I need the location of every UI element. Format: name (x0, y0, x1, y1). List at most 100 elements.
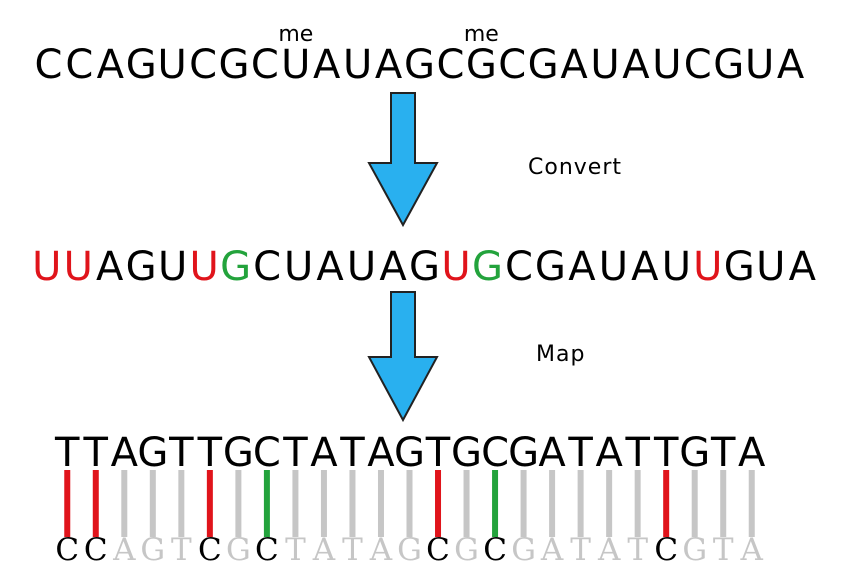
conv-base-3: G (126, 244, 157, 290)
orig-base-22: G (713, 42, 744, 88)
map-arrow-icon (367, 291, 439, 423)
read-base-22: G (679, 430, 710, 476)
conv-base-6: G (220, 244, 251, 290)
ref-base-16: G (511, 532, 536, 567)
alignment-bar-2 (121, 470, 128, 537)
orig-base-12: G (404, 42, 435, 88)
conv-base-5: U (189, 244, 218, 290)
conv-base-8: U (284, 244, 313, 290)
conv-base-21: U (693, 244, 722, 290)
alignment-bar-16 (520, 470, 527, 537)
read-base-2: A (111, 430, 139, 476)
alignment-bar-1 (92, 470, 99, 537)
read-base-15: C (481, 430, 509, 476)
conv-base-16: G (535, 244, 566, 290)
ref-base-0: C (55, 532, 79, 567)
alignment-bar-7 (263, 470, 270, 537)
ref-base-22: G (682, 532, 707, 567)
map-label: Map (536, 342, 585, 367)
ref-base-6: G (226, 532, 251, 567)
ref-base-15: C (483, 532, 507, 567)
orig-base-15: C (498, 42, 526, 88)
alignment-bar-13 (435, 470, 442, 537)
orig-base-2: A (97, 42, 125, 88)
read-base-18: T (567, 430, 593, 476)
read-base-21: T (653, 430, 679, 476)
orig-base-9: A (313, 42, 341, 88)
conv-base-22: G (724, 244, 755, 290)
conv-base-18: U (599, 244, 628, 290)
convert-arrow-icon (367, 92, 439, 228)
ref-base-2: A (112, 532, 136, 567)
read-base-13: T (425, 430, 451, 476)
read-base-6: G (223, 430, 254, 476)
ref-base-14: G (454, 532, 479, 567)
methyl-markers: me me (278, 22, 498, 47)
orig-base-16: G (528, 42, 559, 88)
read-base-17: A (538, 430, 566, 476)
conv-base-11: A (379, 244, 407, 290)
ref-base-1: C (84, 532, 108, 567)
conv-base-24: A (789, 244, 817, 290)
orig-base-23: U (745, 42, 774, 88)
alignment-bar-8 (292, 470, 299, 537)
conv-base-12: G (409, 244, 440, 290)
ref-base-4: T (171, 532, 192, 567)
orig-base-3: G (126, 42, 157, 88)
read-base-4: T (168, 430, 194, 476)
conv-base-15: C (505, 244, 533, 290)
conv-base-2: A (96, 244, 124, 290)
ref-base-5: C (198, 532, 222, 567)
alignment-bar-18 (577, 470, 584, 537)
alignment-bar-20 (634, 470, 641, 537)
ref-base-24: A (740, 532, 764, 567)
alignment-bar-23 (720, 470, 727, 537)
alignment-bar-12 (406, 470, 413, 537)
alignment-bar-21 (663, 470, 670, 537)
orig-base-4: U (157, 42, 186, 88)
orig-base-7: C (251, 42, 279, 88)
ref-base-17: A (540, 532, 564, 567)
ref-base-8: T (285, 532, 306, 567)
read-base-12: G (394, 430, 425, 476)
ref-base-3: G (140, 532, 165, 567)
methyl-label-1: me (464, 22, 499, 47)
conv-base-17: A (568, 244, 596, 290)
ref-base-7: C (255, 532, 279, 567)
orig-base-17: A (560, 42, 588, 88)
conv-base-19: A (631, 244, 659, 290)
alignment-bar-11 (377, 470, 384, 537)
alignment-bar-14 (463, 470, 470, 537)
orig-base-11: A (375, 42, 403, 88)
conv-base-7: C (253, 244, 281, 290)
ref-base-19: A (597, 532, 621, 567)
orig-base-21: C (684, 42, 712, 88)
alignment-bar-10 (349, 470, 356, 537)
alignment-bar-5 (206, 470, 213, 537)
read-base-11: A (367, 430, 395, 476)
read-base-9: A (310, 430, 338, 476)
orig-base-1: C (65, 42, 93, 88)
alignment-bars (64, 470, 755, 537)
conv-base-4: U (158, 244, 187, 290)
alignment-bar-24 (748, 470, 755, 537)
alignment-bar-17 (549, 470, 556, 537)
conv-base-14: G (472, 244, 503, 290)
read-base-0: T (54, 430, 80, 476)
orig-base-19: A (622, 42, 650, 88)
read-base-3: G (137, 430, 168, 476)
conv-base-0: U (32, 244, 61, 290)
methyl-label-0: me (278, 22, 313, 47)
read-base-19: A (595, 430, 623, 476)
read-base-10: T (339, 430, 365, 476)
orig-base-6: G (218, 42, 249, 88)
ref-base-11: A (369, 532, 393, 567)
orig-base-10: U (343, 42, 372, 88)
read-base-24: A (738, 430, 766, 476)
alignment-bar-6 (235, 470, 242, 537)
ref-base-23: T (713, 532, 734, 567)
orig-base-24: A (777, 42, 805, 88)
